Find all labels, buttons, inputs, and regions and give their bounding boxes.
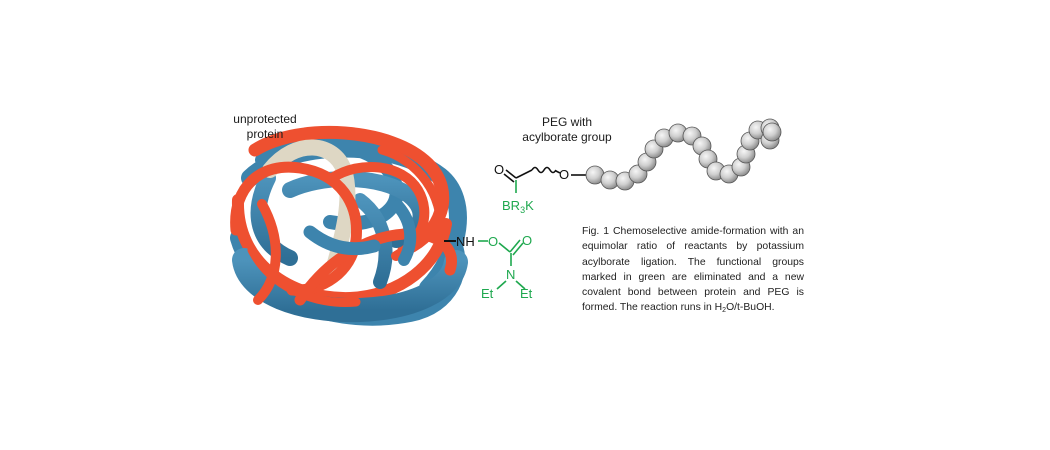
- acyl-o-atom: O: [494, 162, 504, 177]
- acyl-c-chain-bond: [515, 169, 533, 179]
- peg-bead: [762, 122, 782, 142]
- acyl-double-bond-b: [503, 173, 515, 183]
- c-o-double-bond-a: [509, 239, 521, 253]
- nh-atom: NH: [456, 234, 475, 249]
- acylborate-group: O O BR3K: [494, 162, 586, 215]
- carbamate-o-atom: O: [522, 233, 532, 248]
- carbamate-n-atom: N: [506, 267, 515, 282]
- o-c-bond: [498, 242, 511, 253]
- peg-label-line2: acylborate group: [522, 130, 612, 144]
- protein-label-line1: unprotected: [233, 112, 296, 126]
- caption-subscript-2: 2: [722, 307, 727, 315]
- n-et-right-bond: [515, 280, 526, 290]
- ethyl-left: Et: [481, 286, 494, 301]
- caption-text-end: O/t-BuOH.: [726, 302, 775, 314]
- ethyl-right: Et: [520, 286, 533, 301]
- peg-label-line1: PEG with: [542, 115, 592, 129]
- protein-rubber-band-ball: [230, 125, 468, 326]
- carbamate-group: NH O O N Et Et: [444, 233, 533, 301]
- chain-o-bond: [555, 170, 561, 174]
- acyl-double-bond-a: [505, 169, 517, 179]
- figure-caption: Fig. 1 Chemoselective amide-formation wi…: [582, 224, 804, 316]
- peg-bead-chain: [585, 118, 782, 191]
- borate-atom: BR3K: [502, 198, 534, 215]
- ether-o-atom: O: [559, 167, 569, 182]
- c-o-double-bond-b: [512, 242, 524, 256]
- linker-o-atom: O: [488, 234, 498, 249]
- caption-text: Fig. 1 Chemoselective amide-formation wi…: [582, 226, 804, 314]
- wavy-chain-bond: [531, 166, 557, 174]
- blue-bands-front: [303, 200, 417, 266]
- protein-label-line2: protein: [247, 127, 284, 141]
- n-et-left-bond: [496, 280, 507, 290]
